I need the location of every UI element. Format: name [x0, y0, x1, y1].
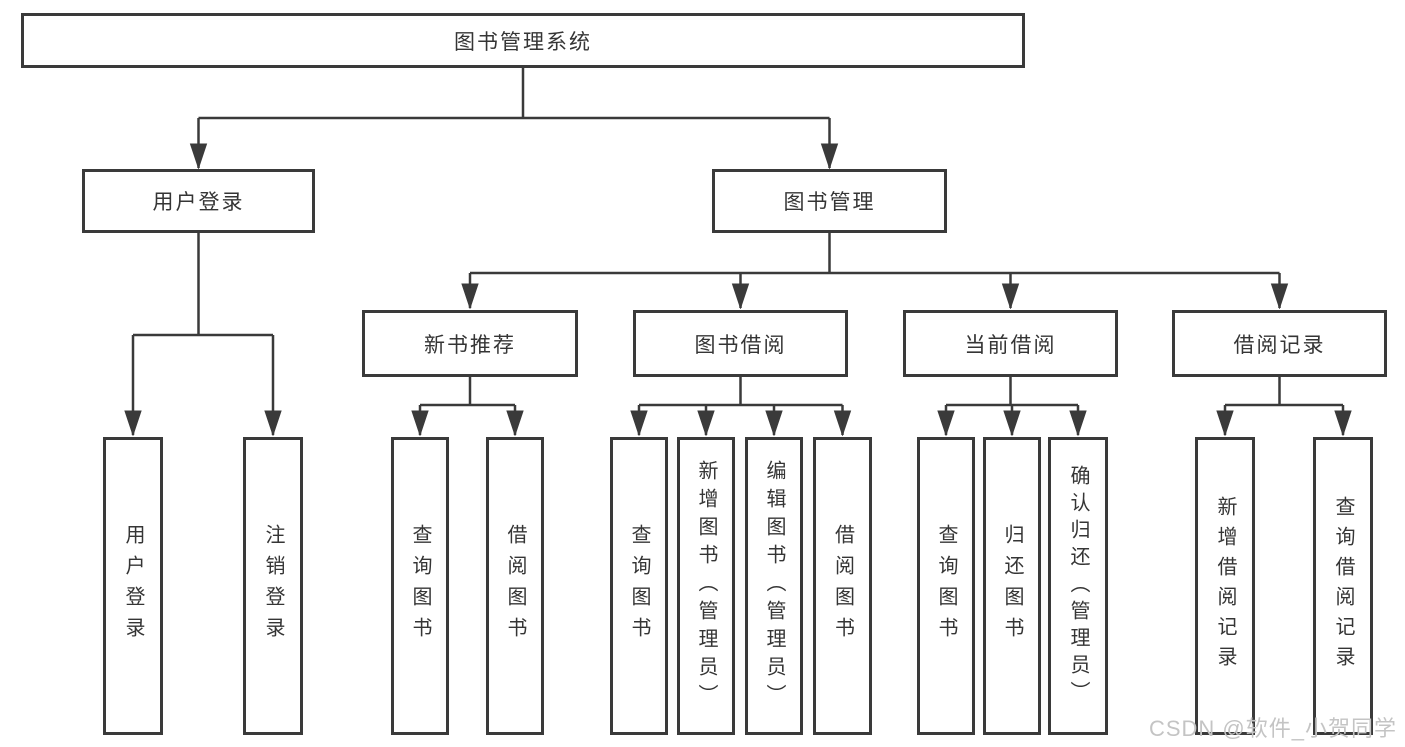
- leaf-bb-add-books-admin-label: 新增图书（管理员）: [695, 460, 717, 712]
- node-borrow-records: 借阅记录: [1172, 310, 1387, 377]
- leaf-br-query-record: 查询借阅记录: [1313, 437, 1373, 735]
- leaf-logout: 注销登录: [243, 437, 303, 735]
- node-book-management: 图书管理: [712, 169, 947, 233]
- leaf-cb-confirm-return-admin-label: 确认归还（管理员）: [1067, 464, 1089, 708]
- leaf-cb-return-books-label: 归还图书: [1001, 524, 1023, 648]
- leaf-nbr-query-books-label: 查询图书: [409, 524, 431, 648]
- leaf-user-login: 用户登录: [103, 437, 163, 735]
- watermark: CSDN @软件_小贺同学: [1148, 716, 1397, 741]
- leaf-br-add-record-label: 新增借阅记录: [1214, 496, 1236, 676]
- leaf-cb-query-books: 查询图书: [917, 437, 975, 735]
- leaf-bb-borrow-books: 借阅图书: [813, 437, 872, 735]
- leaf-user-login-label: 用户登录: [122, 524, 144, 648]
- leaf-nbr-borrow-books: 借阅图书: [486, 437, 544, 735]
- leaf-cb-confirm-return-admin: 确认归还（管理员）: [1048, 437, 1108, 735]
- leaf-logout-label: 注销登录: [262, 524, 284, 648]
- leaf-cb-return-books: 归还图书: [983, 437, 1041, 735]
- leaf-bb-edit-books-admin-label: 编辑图书（管理员）: [763, 460, 785, 712]
- node-user-login: 用户登录: [82, 169, 315, 233]
- node-new-book-recommend: 新书推荐: [362, 310, 578, 377]
- leaf-bb-edit-books-admin: 编辑图书（管理员）: [745, 437, 803, 735]
- leaf-nbr-query-books: 查询图书: [391, 437, 449, 735]
- leaf-bb-query-books: 查询图书: [610, 437, 668, 735]
- leaf-cb-query-books-label: 查询图书: [935, 524, 957, 648]
- leaf-bb-borrow-books-label: 借阅图书: [831, 524, 854, 648]
- leaf-bb-add-books-admin: 新增图书（管理员）: [677, 437, 735, 735]
- node-current-borrow: 当前借阅: [903, 310, 1118, 377]
- leaf-nbr-borrow-books-label: 借阅图书: [504, 524, 526, 648]
- node-book-borrow: 图书借阅: [633, 310, 848, 377]
- leaf-br-query-record-label: 查询借阅记录: [1332, 496, 1354, 676]
- node-root: 图书管理系统: [21, 13, 1025, 68]
- leaf-bb-query-books-label: 查询图书: [628, 524, 650, 648]
- leaf-br-add-record: 新增借阅记录: [1195, 437, 1255, 735]
